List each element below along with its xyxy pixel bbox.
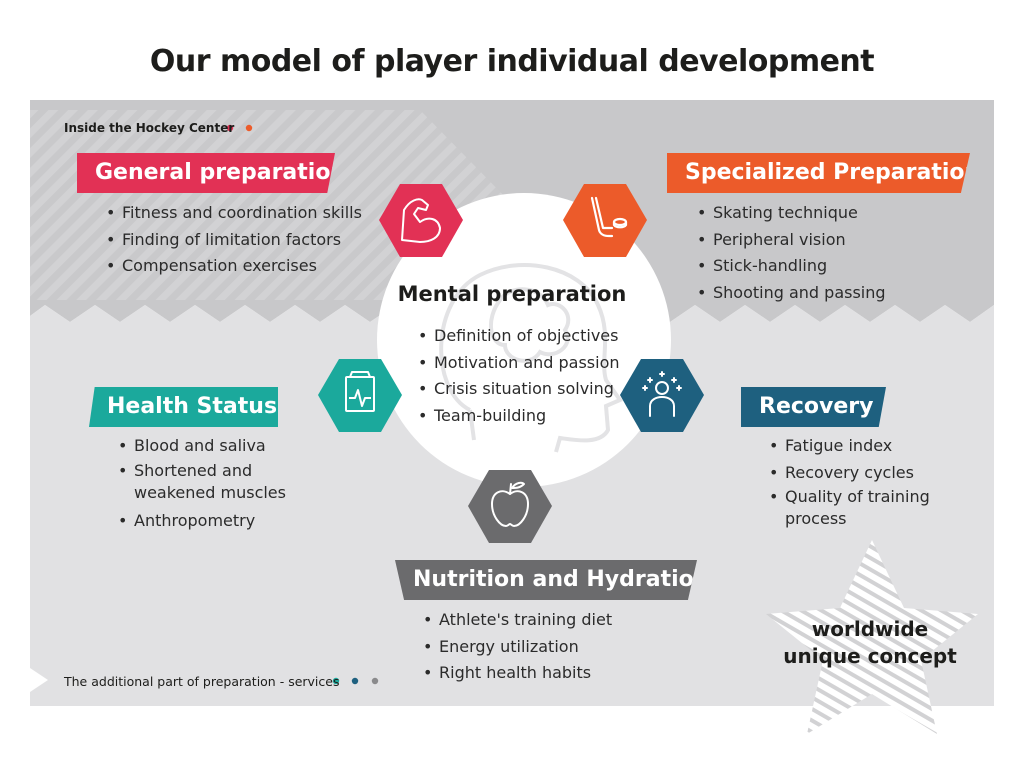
list-item: Skating technique [697, 200, 886, 227]
list-item: Shooting and passing [697, 280, 886, 307]
list-item: Team-building [418, 403, 620, 430]
additional-services-label: The additional part of preparation - ser… [64, 674, 340, 689]
general-preparation-tag: General preparation [77, 153, 335, 193]
health-status-tag: Health Status [89, 387, 278, 427]
list-item: Blood and saliva [118, 433, 318, 460]
star-decor [766, 540, 978, 734]
nutrition-hydration-list: Athlete's training diet Energy utilizati… [423, 607, 612, 687]
worldwide-unique-concept-text: worldwide unique concept [782, 616, 958, 670]
star-text-line-1: worldwide [811, 617, 929, 641]
list-item: Stick-handling [697, 253, 886, 280]
specialized-preparation-tag: Specialized Preparation [667, 153, 970, 193]
list-item: Quality of training process [769, 486, 950, 534]
medical-chart-icon [345, 371, 375, 412]
list-item: Definition of objectives [418, 323, 620, 350]
flexed-arm-icon [401, 198, 441, 243]
recovery-tag: Recovery [741, 387, 886, 427]
footer-dot-1 [332, 677, 340, 685]
list-item: Right health habits [423, 660, 612, 687]
hex-health [318, 359, 402, 432]
footer-dot-2 [351, 677, 359, 685]
list-item: Fatigue index [769, 433, 959, 460]
recovery-list: Fatigue index Recovery cycles Quality of… [769, 433, 959, 534]
list-item: Shortened and weakened muscles [118, 460, 304, 508]
list-item: Peripheral vision [697, 227, 886, 254]
hex-nutrition [468, 470, 552, 543]
nutrition-hydration-tag: Nutrition and Hydration [395, 560, 697, 600]
list-item: Athlete's training diet [423, 607, 612, 634]
inside-dot-1 [226, 124, 234, 132]
list-item: Anthropometry [118, 508, 318, 535]
mental-preparation-title: Mental preparation [397, 282, 627, 306]
specialized-preparation-list: Skating technique Peripheral vision Stic… [697, 200, 886, 306]
general-preparation-list: Fitness and coordination skills Finding … [106, 200, 362, 280]
footer-dot-3 [371, 677, 379, 685]
hockey-stick-puck-icon [590, 196, 628, 238]
health-status-list: Blood and saliva Shortened and weakened … [118, 433, 318, 534]
list-item: Finding of limitation factors [106, 227, 362, 254]
page-title: Our model of player individual developme… [149, 44, 875, 79]
hex-recovery [620, 359, 704, 432]
list-item: Energy utilization [423, 634, 612, 661]
mental-preparation-list: Definition of objectives Motivation and … [418, 323, 620, 429]
hex-specialized [563, 184, 647, 257]
list-item: Compensation exercises [106, 253, 362, 280]
hex-general [379, 184, 463, 257]
inside-hockey-center-label: Inside the Hockey Center [64, 121, 235, 135]
inside-dot-2 [245, 124, 253, 132]
list-item: Fitness and coordination skills [106, 200, 362, 227]
list-item: Motivation and passion [418, 350, 620, 377]
star-text-line-2: unique concept [783, 644, 957, 668]
sparkling-person-icon [642, 371, 682, 417]
list-item: Recovery cycles [769, 460, 959, 487]
apple-icon [491, 481, 529, 527]
list-item: Crisis situation solving [418, 376, 620, 403]
